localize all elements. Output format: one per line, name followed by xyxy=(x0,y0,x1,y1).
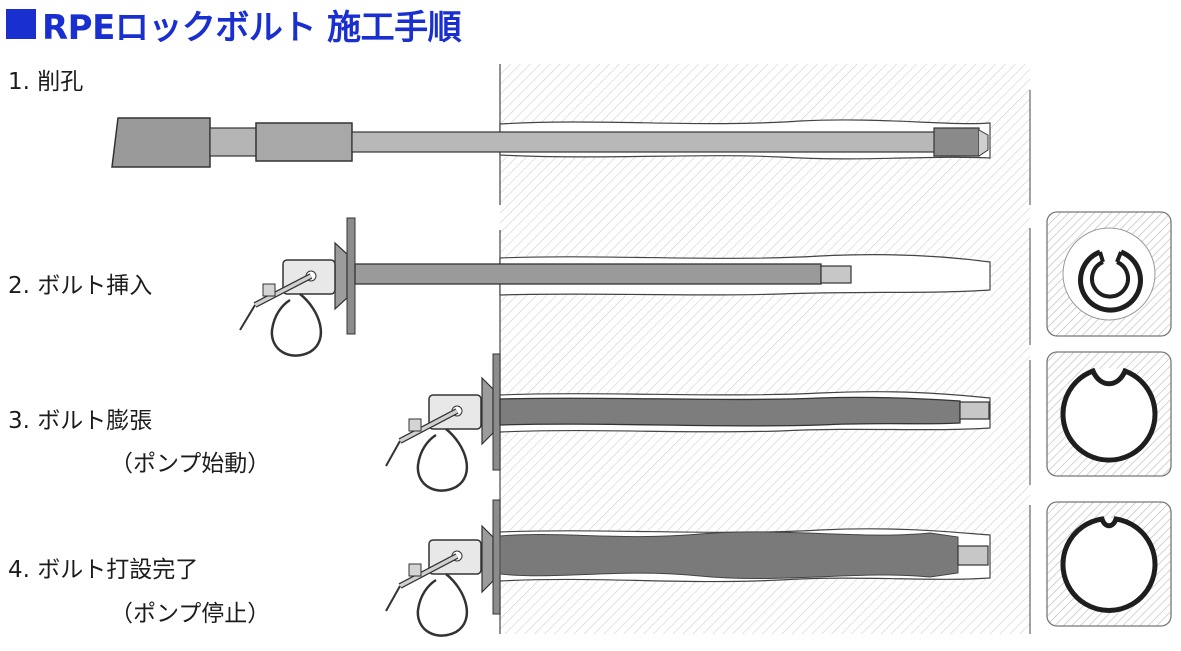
bolt-insertion xyxy=(239,217,852,357)
drill-rig xyxy=(111,117,989,168)
title-text: RPEロックボルト 施工手順 xyxy=(42,7,462,48)
step-2-label: 2. ボルト挿入 xyxy=(8,273,153,299)
cross-section-expanded xyxy=(1046,501,1172,627)
title-square-icon xyxy=(6,9,36,39)
bolt-installed xyxy=(385,499,989,637)
page-title: RPEロックボルト 施工手順 xyxy=(6,2,462,48)
cross-section-folded xyxy=(1046,211,1172,337)
cross-section-expanding xyxy=(1046,351,1172,477)
step-3-label: 3. ボルト膨張 xyxy=(8,408,153,434)
step-4-label: 4. ボルト打設完了 xyxy=(8,557,199,583)
step-4-sublabel: （ポンプ停止） xyxy=(110,601,271,627)
step-1-label: 1. 削孔 xyxy=(8,69,84,95)
step-3-sublabel: （ポンプ始動） xyxy=(110,451,271,477)
bolt-expansion xyxy=(385,353,990,492)
